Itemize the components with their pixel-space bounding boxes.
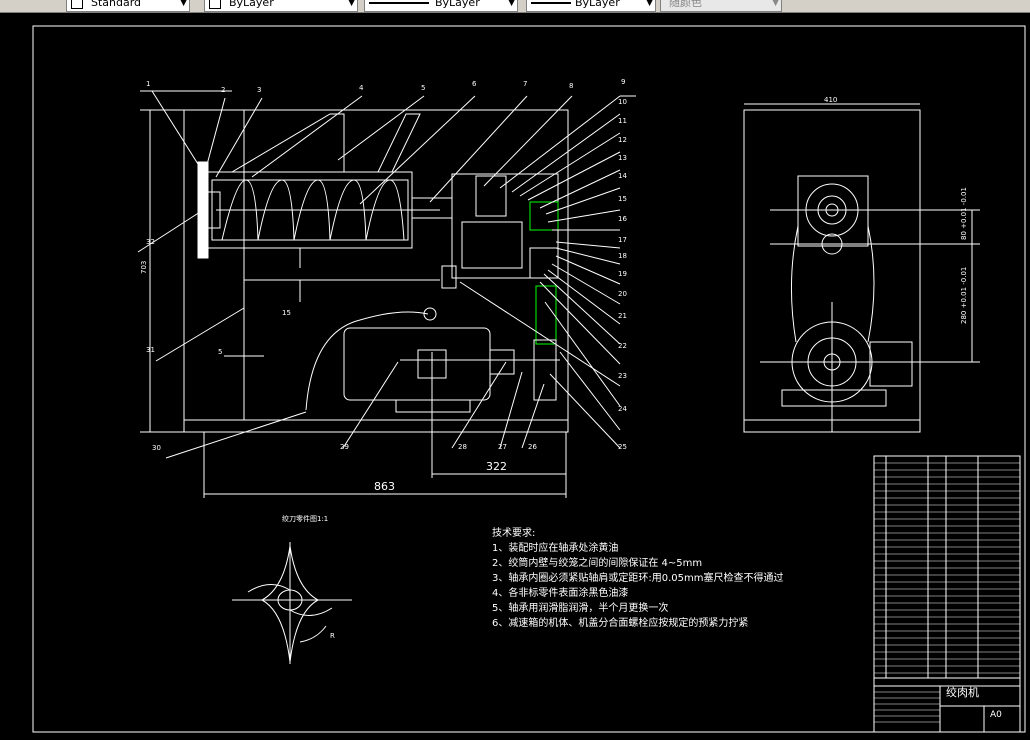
callout-5: 5 xyxy=(421,84,425,92)
callout-24: 24 xyxy=(618,405,627,413)
callout-10: 10 xyxy=(618,98,627,106)
tech-title: 技术要求: xyxy=(492,528,536,539)
tech-note-4: 4、各非标零件表面涂黑色油漆 xyxy=(492,588,629,599)
sheet-size: A0 xyxy=(990,710,1002,720)
callout-31: 31 xyxy=(146,346,155,354)
callout-32: 32 xyxy=(146,238,155,246)
chevron-down-icon: ▼ xyxy=(646,0,653,8)
chevron-down-icon: ▼ xyxy=(772,0,779,8)
drawing-border xyxy=(32,25,1026,733)
tech-note-2: 2、绞筒内壁与绞笼之间的间隙保证在 4~5mm xyxy=(492,558,703,569)
parts-list-table xyxy=(873,455,1021,733)
color-swatch-icon xyxy=(209,0,221,9)
cutter-section-view xyxy=(232,542,352,664)
callout-21: 21 xyxy=(618,312,627,320)
linetype-preview xyxy=(369,2,429,4)
motor xyxy=(343,327,491,401)
cad-drawing: 1 2 3 4 5 6 7 8 9 10 11 12 13 14 15 16 1… xyxy=(32,25,1026,733)
tech-note-3: 3、轴承内圈必须紧贴轴肩或定距环:用0.05mm塞尺检查不得通过 xyxy=(492,573,784,584)
callout-20: 20 xyxy=(618,290,627,298)
chevron-down-icon: ▼ xyxy=(180,0,187,8)
text-style-icon xyxy=(71,0,83,9)
side-dim-1: 80 +0.01 -0.01 xyxy=(960,187,968,240)
dim-15: 15 xyxy=(282,309,291,317)
leader-lines xyxy=(137,90,636,459)
layer-color-dropdown[interactable]: ByLayer ▼ xyxy=(204,0,358,12)
drawing-canvas[interactable]: 1 2 3 4 5 6 7 8 9 10 11 12 13 14 15 16 1… xyxy=(0,12,1030,736)
callout-26: 26 xyxy=(528,443,537,451)
properties-toolbar: Standard ▼ ByLayer ▼ ByLayer ▼ ByLayer ▼… xyxy=(0,0,1030,13)
plot-style-dropdown[interactable]: 随颜色 ▼ xyxy=(660,0,782,12)
title-block-name: 绞肉机 xyxy=(946,686,979,699)
lineweight-dropdown[interactable]: ByLayer ▼ xyxy=(526,0,656,12)
callout-1: 1 xyxy=(146,80,150,88)
dim-863: 863 xyxy=(374,480,395,493)
side-dim-top: 410 xyxy=(824,96,837,104)
callout-3: 3 xyxy=(257,86,261,94)
parts-list-rows xyxy=(874,462,1020,723)
callout-22: 22 xyxy=(618,342,627,350)
callout-9: 9 xyxy=(621,78,625,86)
callout-23: 23 xyxy=(618,372,627,380)
tech-requirements: 技术要求: 1、装配时应在轴承处涂黄油 2、绞筒内壁与绞笼之间的间隙保证在 4~… xyxy=(492,526,783,631)
callout-13: 13 xyxy=(618,154,627,162)
tech-note-1: 1、装配时应在轴承处涂黄油 xyxy=(492,543,619,554)
callout-6: 6 xyxy=(472,80,477,88)
lineweight-preview xyxy=(531,2,571,4)
callout-19: 19 xyxy=(618,270,627,278)
callout-8: 8 xyxy=(569,82,573,90)
dim-5: 5 xyxy=(218,348,222,356)
side-belt xyxy=(790,225,799,343)
dim-height: 703 xyxy=(140,261,148,274)
text-style-dropdown[interactable]: Standard ▼ xyxy=(66,0,190,12)
chevron-down-icon: ▼ xyxy=(508,0,515,8)
chevron-down-icon: ▼ xyxy=(348,0,355,8)
callout-12: 12 xyxy=(618,136,627,144)
callout-11: 11 xyxy=(618,117,627,125)
section-title: 绞刀零件图1:1 xyxy=(282,514,328,523)
section-label: R xyxy=(330,632,335,640)
callout-7: 7 xyxy=(523,80,527,88)
callout-18: 18 xyxy=(618,252,627,260)
callout-15: 15 xyxy=(618,195,627,203)
callout-29: 29 xyxy=(340,443,349,451)
callout-30: 30 xyxy=(152,444,161,452)
callout-28: 28 xyxy=(458,443,467,451)
callout-17: 17 xyxy=(618,236,627,244)
gearbox xyxy=(451,173,559,279)
callout-2: 2 xyxy=(221,86,225,94)
callout-27: 27 xyxy=(498,443,507,451)
side-dim-2: 280 +0.01 -0.01 xyxy=(960,267,968,324)
tech-note-6: 6、减速箱的机体、机盖分合面螺栓应按规定的预紧力拧紧 xyxy=(492,618,749,629)
callout-16: 16 xyxy=(618,215,627,223)
linetype-dropdown[interactable]: ByLayer ▼ xyxy=(364,0,518,12)
callout-4: 4 xyxy=(359,84,364,92)
dim-322: 322 xyxy=(486,460,507,473)
callout-25: 25 xyxy=(618,443,627,451)
tech-note-5: 5、轴承用润滑脂润滑，半个月更换一次 xyxy=(492,603,669,614)
callout-14: 14 xyxy=(618,172,627,180)
